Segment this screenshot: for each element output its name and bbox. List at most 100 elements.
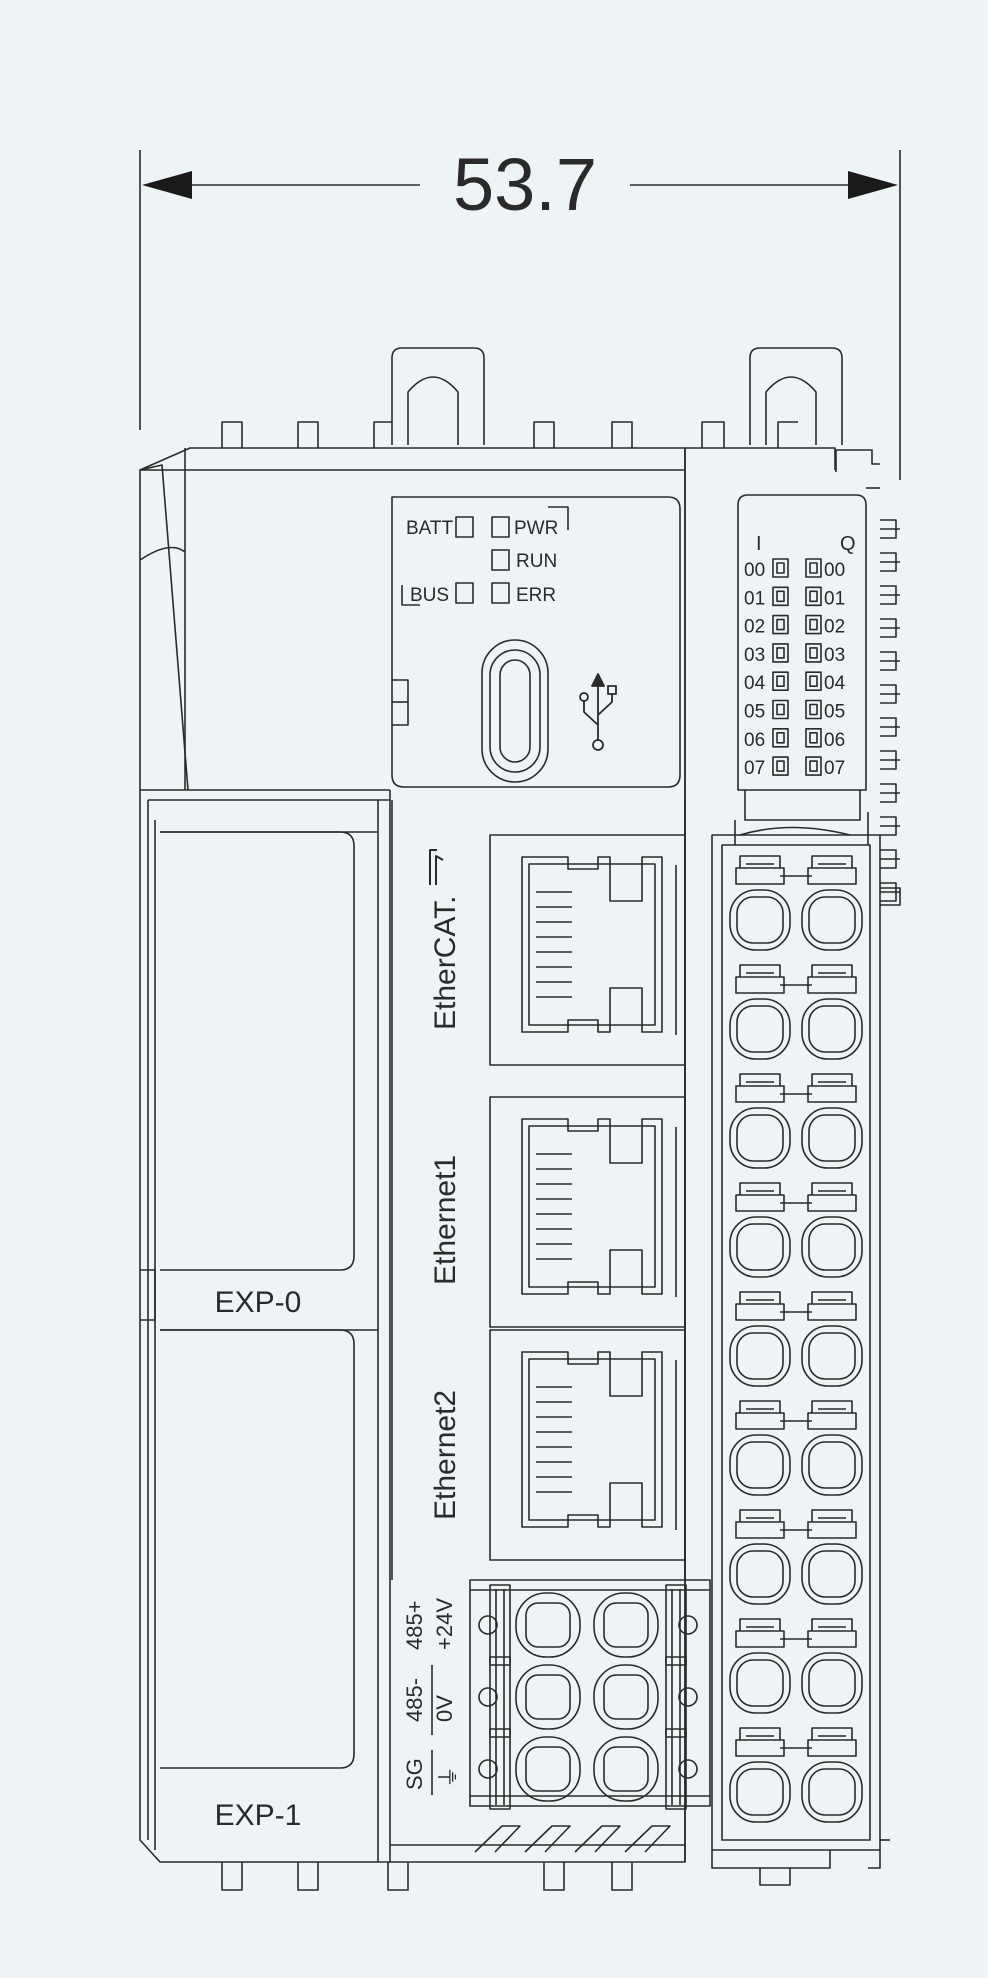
io-input-label: 05 bbox=[744, 702, 765, 723]
io-input-label: 06 bbox=[744, 730, 765, 751]
led-label-pwr: PWR bbox=[514, 518, 558, 539]
terminal-release-lever[interactable] bbox=[811, 1618, 853, 1631]
terminal-wire-entry[interactable] bbox=[801, 1107, 863, 1169]
terminal-wire-entry[interactable] bbox=[801, 998, 863, 1060]
io-header-input: I bbox=[756, 533, 762, 555]
terminal-wire-entry[interactable] bbox=[729, 1107, 791, 1169]
power-terminal-pin bbox=[678, 1687, 698, 1707]
terminal-wire-entry[interactable] bbox=[729, 1543, 791, 1605]
io-input-label: 07 bbox=[744, 758, 765, 779]
top-din-clips bbox=[391, 347, 843, 445]
io-input-led bbox=[772, 756, 789, 776]
io-input-label: 01 bbox=[744, 588, 765, 609]
led-bus bbox=[455, 582, 474, 604]
terminal-wire-entry[interactable] bbox=[729, 889, 791, 951]
terminal-wire-entry[interactable] bbox=[729, 1761, 791, 1823]
terminal-wire-entry[interactable] bbox=[801, 889, 863, 951]
terminal-wire-entry[interactable] bbox=[801, 1652, 863, 1714]
rj45-port-housing[interactable] bbox=[489, 1329, 686, 1561]
power-terminal-block: 485+ +24V 485- 0V SG ⏚ bbox=[402, 1579, 711, 1853]
io-output-led-inner bbox=[809, 562, 818, 574]
terminal-lever-base bbox=[807, 1521, 857, 1539]
terminal-release-lever[interactable] bbox=[739, 1073, 781, 1086]
usb-c-port[interactable] bbox=[481, 639, 549, 783]
terminal-release-lever[interactable] bbox=[739, 1618, 781, 1631]
expansion-slot-1: EXP-1 bbox=[160, 1329, 378, 1832]
power-terminal-entry[interactable] bbox=[515, 1592, 581, 1658]
power-label-sg: SG bbox=[402, 1758, 427, 1790]
terminal-release-lever[interactable] bbox=[811, 1182, 853, 1195]
power-terminal-clamp bbox=[489, 1728, 511, 1810]
io-output-led-inner bbox=[809, 703, 818, 716]
terminal-release-lever[interactable] bbox=[811, 964, 853, 977]
terminal-release-lever[interactable] bbox=[811, 1727, 853, 1740]
power-terminal-entry[interactable] bbox=[593, 1592, 659, 1658]
io-input-led-inner bbox=[776, 618, 785, 631]
terminal-release-lever[interactable] bbox=[739, 1291, 781, 1304]
io-input-led-inner bbox=[776, 647, 785, 659]
io-output-led bbox=[805, 558, 822, 578]
power-label-485plus: 485+ bbox=[402, 1600, 427, 1650]
terminal-wire-entry[interactable] bbox=[801, 1543, 863, 1605]
power-terminal-clamp bbox=[665, 1656, 687, 1738]
io-output-led-inner bbox=[809, 731, 818, 744]
terminal-release-lever[interactable] bbox=[811, 1073, 853, 1086]
ethernet2-label: Ethernet2 bbox=[429, 1390, 462, 1520]
terminal-release-lever[interactable] bbox=[811, 1509, 853, 1522]
power-terminal-pin bbox=[678, 1615, 698, 1635]
terminal-wire-entry-inner bbox=[736, 1114, 784, 1162]
io-input-led-inner bbox=[776, 731, 785, 744]
io-input-led-inner bbox=[776, 703, 785, 716]
io-header-output: Q bbox=[840, 533, 856, 555]
io-input-led bbox=[772, 558, 789, 578]
terminal-wire-entry[interactable] bbox=[801, 1761, 863, 1823]
power-terminal-entry[interactable] bbox=[593, 1736, 659, 1802]
terminal-release-lever[interactable] bbox=[739, 1509, 781, 1522]
dimension-annotation: 53.7 bbox=[139, 143, 901, 480]
terminal-wire-entry[interactable] bbox=[729, 1216, 791, 1278]
led-label-err: ERR bbox=[516, 585, 556, 606]
ethercat-label: EtherCAT. bbox=[429, 896, 462, 1031]
power-terminal-entry[interactable] bbox=[515, 1664, 581, 1730]
terminal-wire-entry[interactable] bbox=[729, 1325, 791, 1387]
io-output-led-inner bbox=[809, 618, 818, 631]
terminal-release-lever[interactable] bbox=[811, 855, 853, 868]
io-output-led bbox=[805, 699, 822, 720]
io-output-led bbox=[805, 586, 822, 607]
terminal-release-lever[interactable] bbox=[739, 1727, 781, 1740]
power-terminal-clamp bbox=[665, 1584, 687, 1666]
terminal-release-lever[interactable] bbox=[811, 1400, 853, 1413]
terminal-wire-entry[interactable] bbox=[801, 1325, 863, 1387]
top-tabs bbox=[221, 421, 880, 472]
rj45-socket-inner bbox=[528, 1358, 656, 1521]
terminal-wire-entry[interactable] bbox=[729, 1652, 791, 1714]
terminal-release-lever[interactable] bbox=[811, 1291, 853, 1304]
terminal-wire-entry[interactable] bbox=[801, 1434, 863, 1496]
terminal-wire-entry-inner bbox=[736, 1768, 784, 1816]
io-output-label: 05 bbox=[824, 702, 845, 723]
exp1-label: EXP-1 bbox=[215, 1799, 302, 1832]
terminal-release-lever[interactable] bbox=[739, 1182, 781, 1195]
terminal-wire-entry-inner bbox=[808, 1768, 856, 1816]
terminal-lever-base bbox=[735, 1412, 785, 1430]
power-terminal-entry-inner bbox=[603, 1602, 649, 1648]
rj45-port-housing[interactable] bbox=[489, 1096, 686, 1328]
terminal-wire-entry[interactable] bbox=[729, 998, 791, 1060]
terminal-wire-entry[interactable] bbox=[801, 1216, 863, 1278]
terminal-wire-entry[interactable] bbox=[729, 1434, 791, 1496]
io-input-label: 00 bbox=[744, 560, 765, 581]
terminal-release-lever[interactable] bbox=[739, 964, 781, 977]
io-output-label: 00 bbox=[824, 560, 845, 581]
power-terminal-entry[interactable] bbox=[515, 1736, 581, 1802]
terminal-wire-entry-inner bbox=[808, 1332, 856, 1380]
terminal-lever-base bbox=[807, 976, 857, 994]
exp0-label: EXP-0 bbox=[215, 1286, 302, 1319]
io-output-label: 04 bbox=[824, 673, 846, 694]
terminal-release-lever[interactable] bbox=[739, 1400, 781, 1413]
rj45-port-housing[interactable] bbox=[489, 834, 686, 1066]
power-terminal-entry[interactable] bbox=[593, 1664, 659, 1730]
io-output-label: 07 bbox=[824, 758, 845, 779]
io-input-led bbox=[772, 586, 789, 607]
terminal-release-lever[interactable] bbox=[739, 855, 781, 868]
